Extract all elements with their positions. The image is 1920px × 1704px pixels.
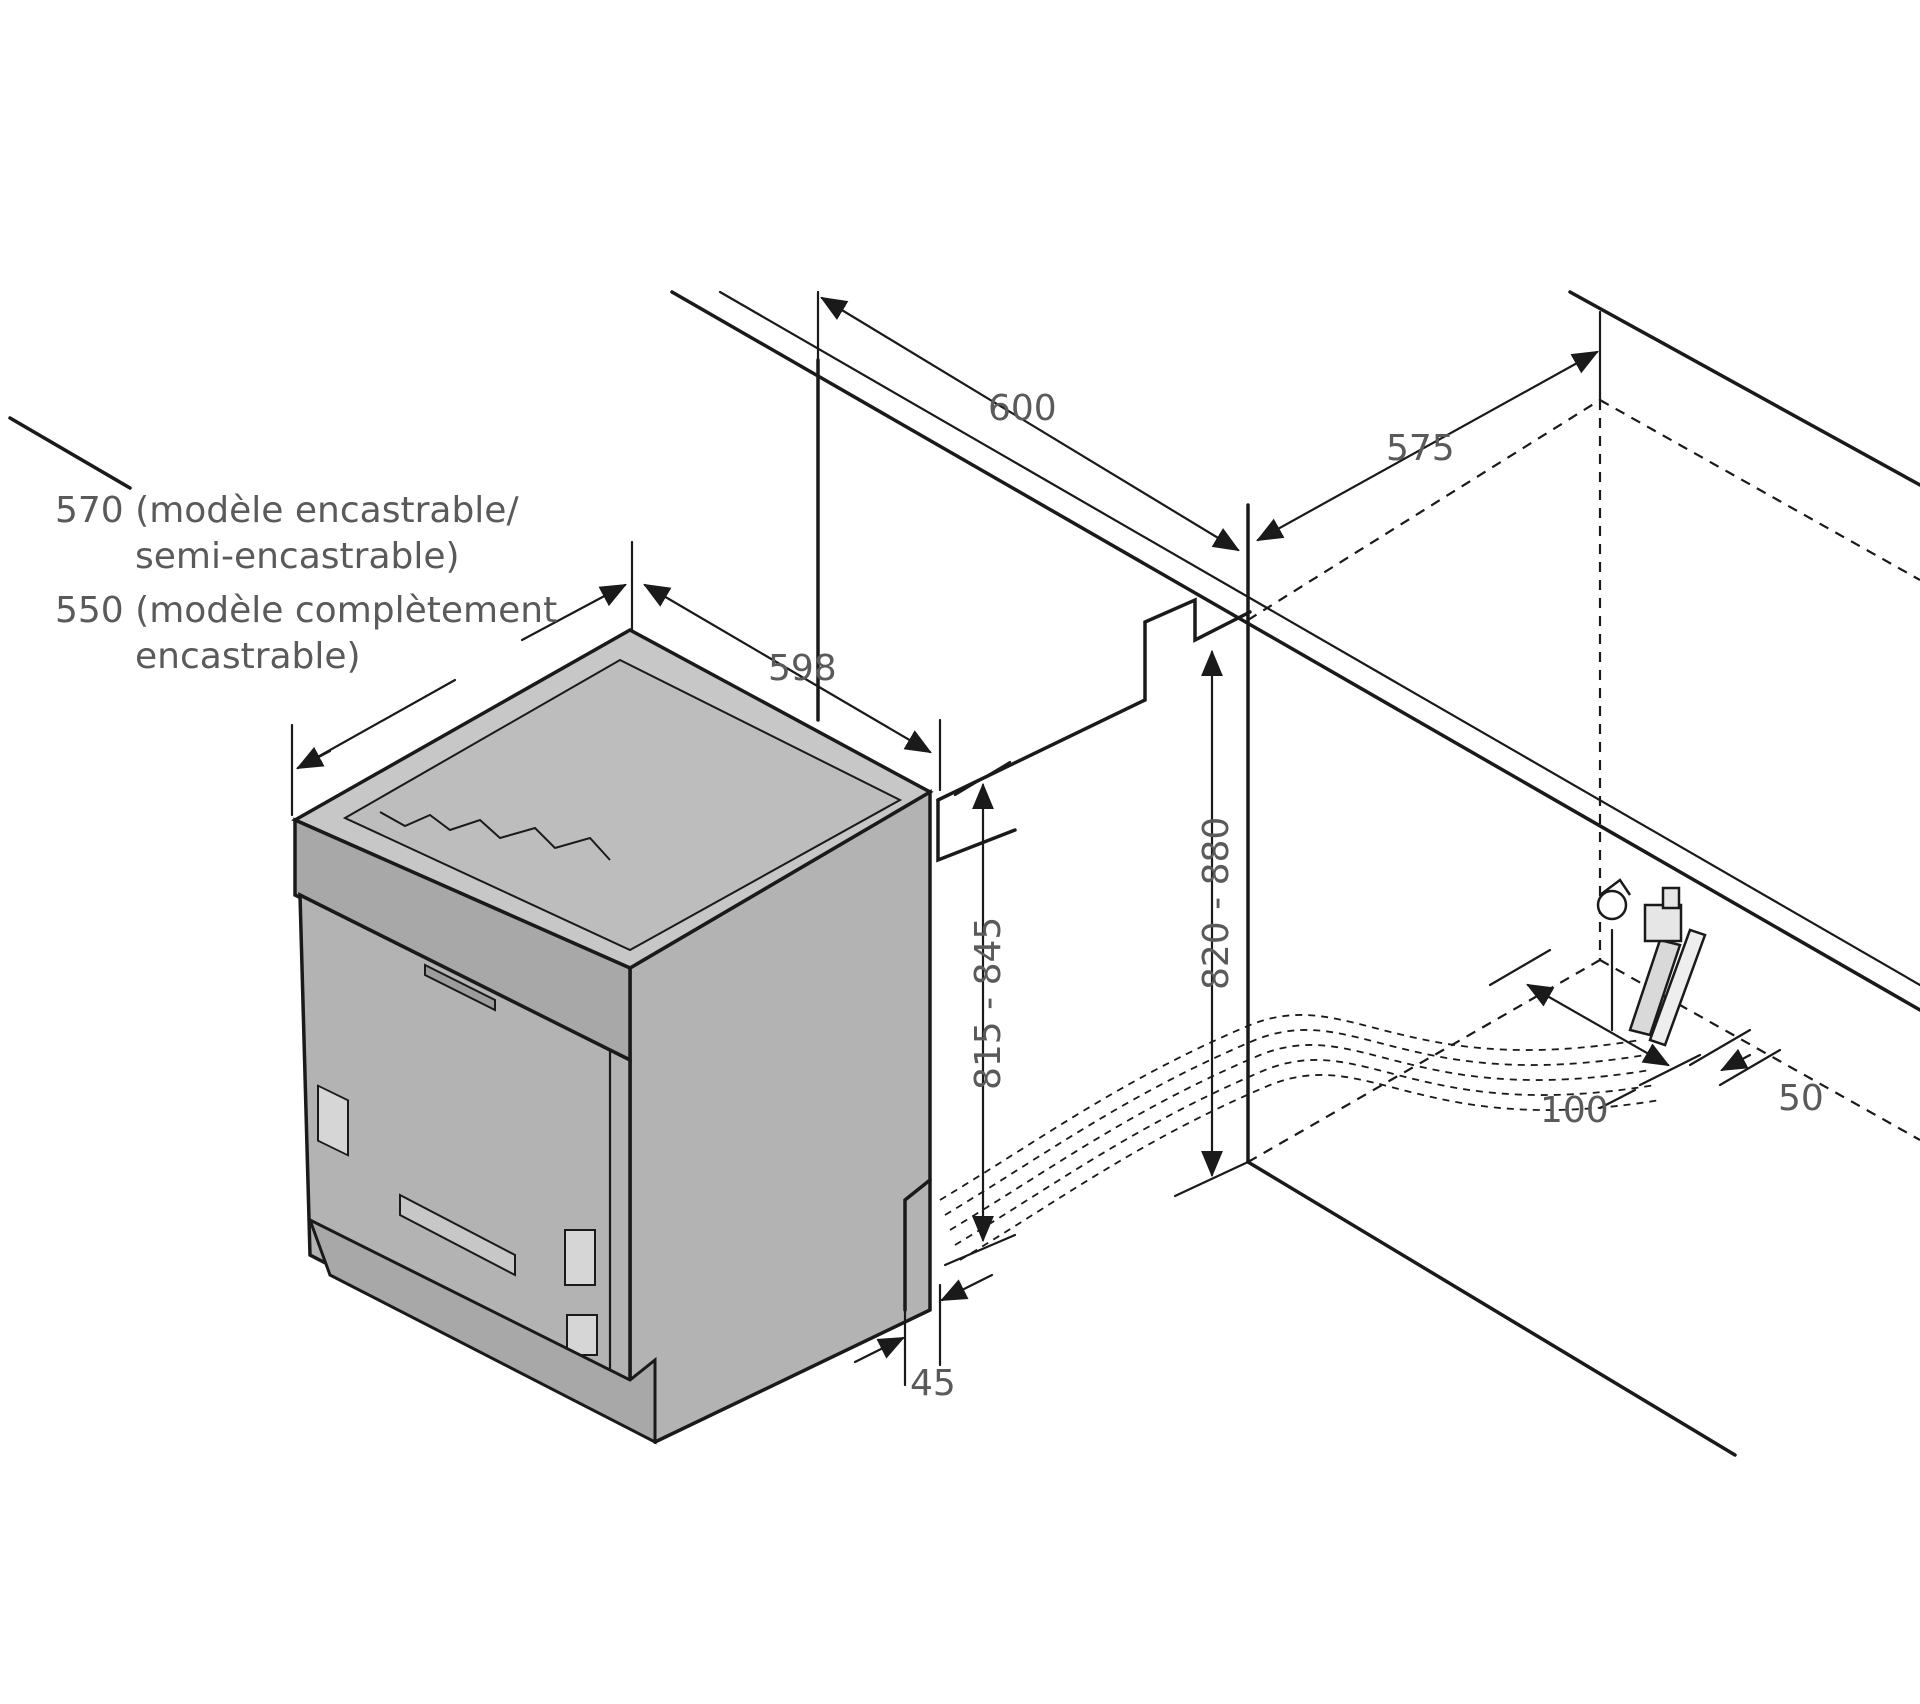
water-valve-connectors <box>1596 878 1707 1047</box>
plinth-45-label: 45 <box>910 1363 956 1404</box>
offset-50-label: 50 <box>1778 1078 1824 1119</box>
labels: 570 (modèle encastrable/ semi-encastrabl… <box>55 388 1824 1404</box>
dishwasher <box>291 627 934 1445</box>
height-820-880-label: 820 - 880 <box>1196 817 1237 990</box>
dimension-lines <box>290 290 1782 1387</box>
height-815-845-label: 815 - 845 <box>968 917 1009 1090</box>
depth-label-line2: semi-encastrable) <box>135 536 460 577</box>
width-600-label: 600 <box>988 388 1057 429</box>
offset-100-label: 100 <box>1540 1090 1609 1131</box>
width-598-label: 598 <box>768 648 837 689</box>
depth-label-line3: 550 (modèle complètement <box>55 590 557 631</box>
depth-label-line4: encastrable) <box>135 636 361 677</box>
hoses <box>939 1014 1661 1261</box>
depth-575-label: 575 <box>1386 428 1455 469</box>
depth-label-line1: 570 (modèle encastrable/ <box>55 490 519 531</box>
